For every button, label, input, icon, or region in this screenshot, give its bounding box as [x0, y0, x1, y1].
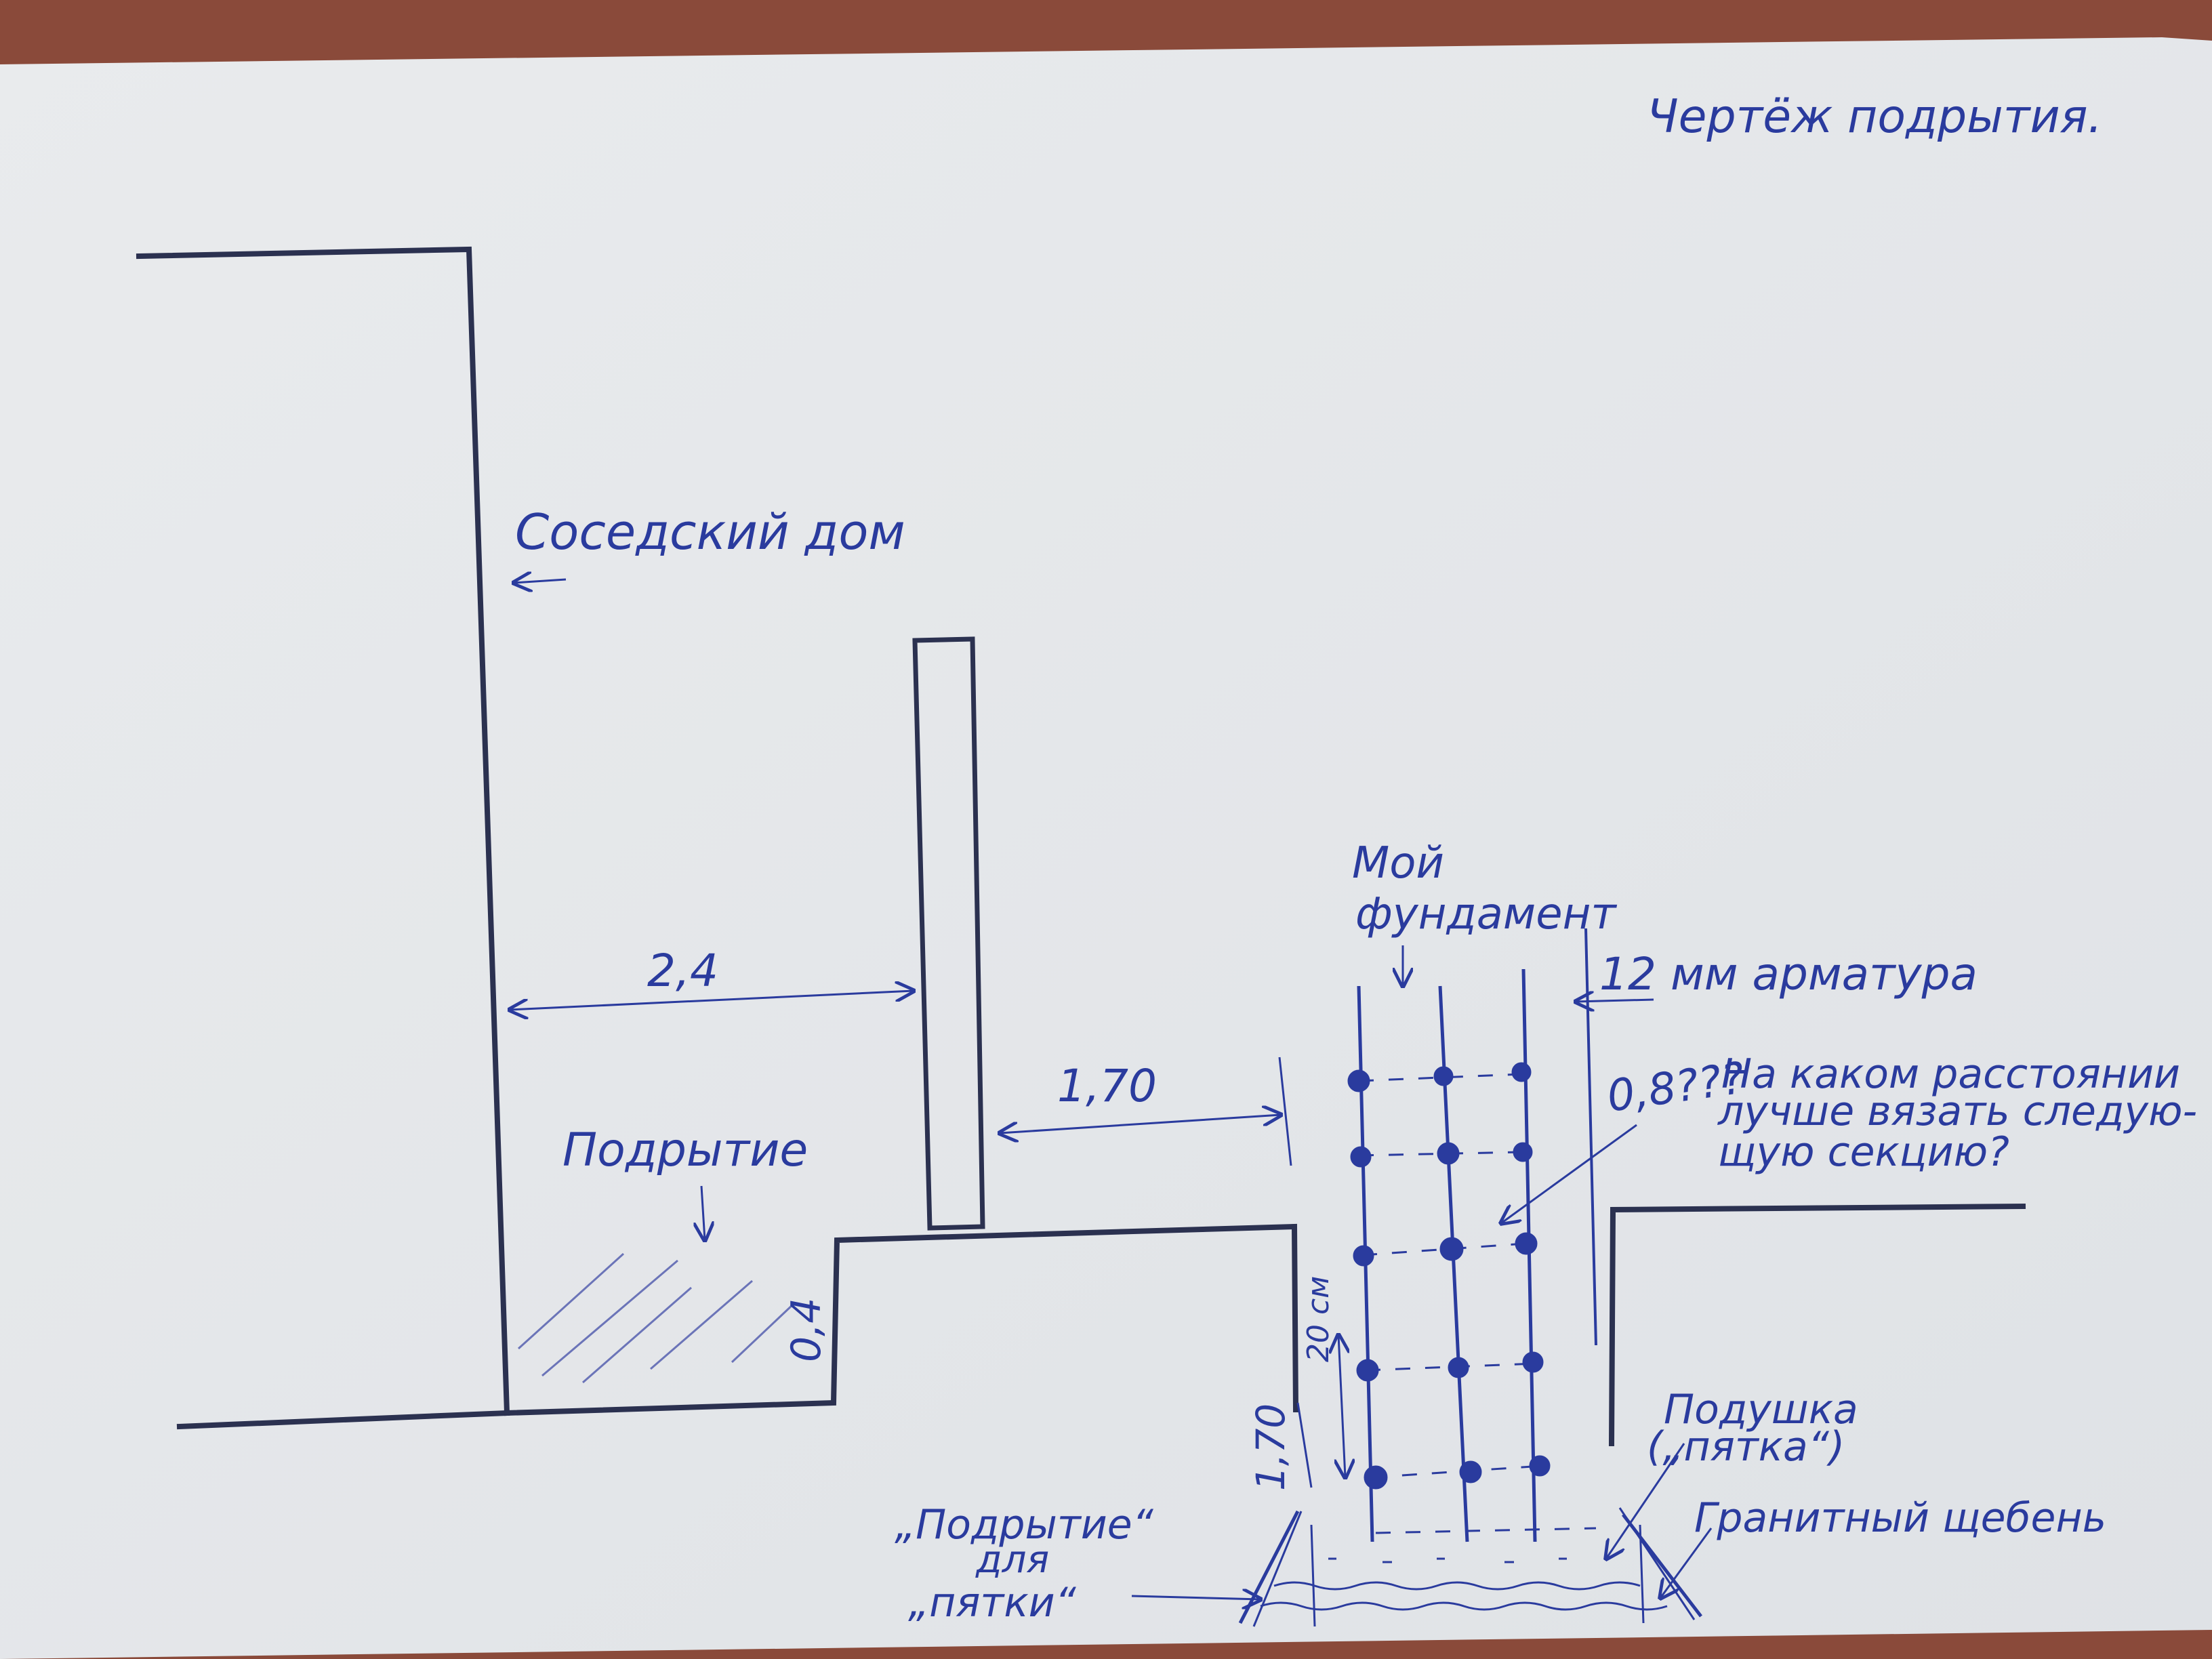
dimension-arrow-170-top — [1000, 1115, 1281, 1133]
heel-dig-label-1: „Подрытие“ — [895, 1501, 1154, 1549]
dimension-arrow-20cm — [1338, 1335, 1345, 1477]
my-foundation-label-2: фундамент — [1355, 889, 1617, 939]
structure-lines — [136, 246, 2026, 1447]
ground-line-right — [1608, 1203, 2026, 1447]
question-line-1: На каком расстоянии — [1721, 1050, 2180, 1098]
ground-line-left — [176, 1410, 510, 1430]
paper-sheet — [0, 37, 2212, 1659]
rebar-dots — [1347, 1062, 1551, 1490]
page-title: Чертёж подрытия. — [1647, 90, 2102, 144]
cushion-label-2: („пятка“) — [1647, 1423, 1845, 1471]
annotations: Чертёж подрытия. Соседский дом Мой фунда… — [515, 90, 2197, 1626]
undermining-step — [504, 1223, 1299, 1416]
undermining-hatch — [517, 1252, 794, 1384]
dimension-label-04: 0,4 — [783, 1298, 830, 1362]
neighbor-house-outline — [136, 246, 510, 1416]
neighbor-house-label: Соседский дом — [515, 504, 905, 560]
cushion-label-1: Подушка — [1664, 1386, 1858, 1433]
dimension-arrow-24 — [510, 991, 914, 1010]
my-foundation-label-1: Мой — [1352, 838, 1444, 888]
dimension-arrows — [510, 579, 1713, 1599]
dimension-label-170-side: 1,70 — [1248, 1404, 1294, 1491]
dimension-label-20cm: 20 см — [1301, 1276, 1336, 1362]
question-line-3: щую секцию? — [1718, 1128, 2009, 1176]
undermining-label: Подрытие — [562, 1124, 808, 1177]
heel-dig-label-2: для — [975, 1538, 1049, 1582]
dimension-label-170-top: 1,70 — [1057, 1060, 1157, 1112]
gravel-label: Гранитный щебень — [1694, 1494, 2106, 1542]
heel-dig-label-3: „пятки“ — [908, 1579, 1077, 1626]
dimension-label-24: 2,4 — [647, 945, 718, 997]
dimension-arrow-170-side — [1296, 1402, 1313, 1488]
rebar-label: 12 мм арматура — [1599, 948, 1978, 1000]
fence-post — [912, 636, 985, 1231]
formwork-left — [1278, 1057, 1292, 1166]
gravel-fill — [1260, 1557, 1668, 1611]
question-line-2: лучше вязать следую- — [1717, 1088, 2197, 1135]
